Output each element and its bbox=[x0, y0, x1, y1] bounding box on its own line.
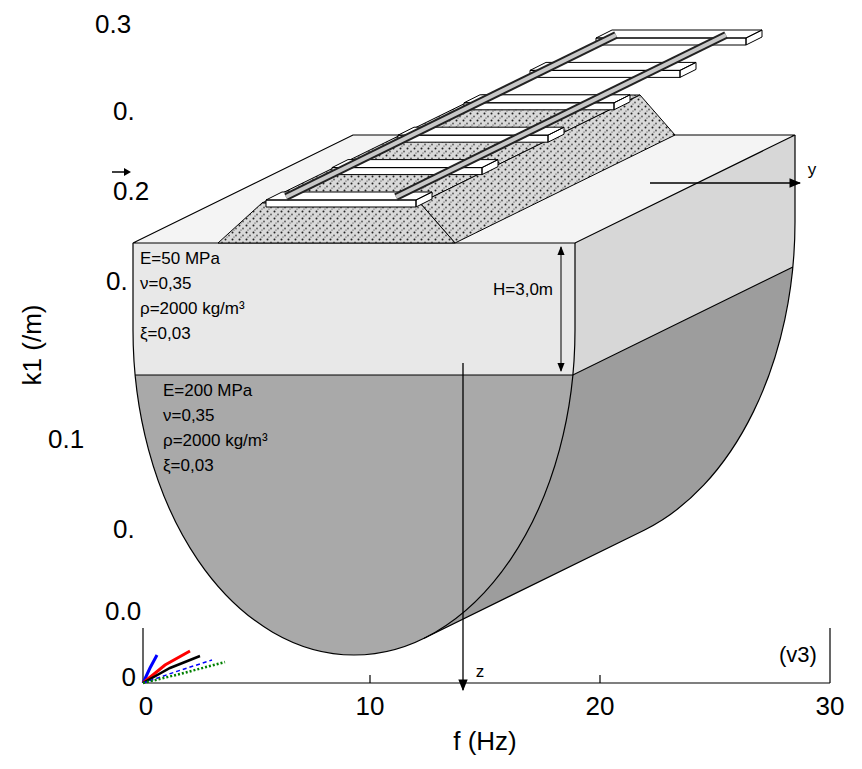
tick-label: 0.3 bbox=[95, 10, 131, 40]
rails bbox=[286, 35, 726, 197]
soil-layer: E=200 MPaν=0,35ρ=2000 kg/m³ξ=0,03 bbox=[163, 378, 268, 478]
curve bbox=[143, 660, 212, 683]
tick-label: 0.2 bbox=[113, 177, 149, 207]
layer-property: ρ=2000 kg/m³ bbox=[140, 296, 245, 321]
layer-property: ρ=2000 kg/m³ bbox=[163, 428, 268, 453]
chart-frame bbox=[829, 628, 830, 683]
axis-mark bbox=[124, 168, 131, 176]
dimension-label: H=3,0m bbox=[493, 280, 553, 300]
axis-title: f (Hz) bbox=[453, 727, 517, 757]
tick-label: 0.0 bbox=[105, 597, 141, 627]
z-axis-arrow bbox=[462, 363, 463, 690]
axis-name: y bbox=[808, 160, 817, 180]
tick-label: 0. bbox=[113, 515, 135, 545]
dimension-arrow bbox=[561, 247, 562, 371]
tick-label: 0. bbox=[113, 97, 135, 127]
curve bbox=[143, 662, 225, 683]
axis-mark bbox=[112, 171, 124, 173]
sleepers bbox=[266, 30, 762, 207]
tick-label: 0.1 bbox=[48, 425, 84, 455]
curve bbox=[143, 656, 200, 683]
layer-boundary bbox=[135, 267, 793, 375]
tick-label: 0. bbox=[106, 267, 128, 297]
legend-fragment: (v3) bbox=[779, 642, 817, 667]
y-axis bbox=[142, 628, 143, 683]
tick-label: 30 bbox=[816, 692, 845, 722]
soil-layer: E=50 MPaν=0,35ρ=2000 kg/m³ξ=0,03 bbox=[140, 246, 245, 346]
x-axis bbox=[143, 682, 830, 683]
rail bbox=[396, 35, 726, 197]
front-outline bbox=[133, 243, 575, 655]
layer-property: ξ=0,03 bbox=[140, 321, 245, 346]
tick-label: 10 bbox=[356, 692, 385, 722]
layer-property: E=200 MPa bbox=[163, 378, 268, 403]
x-tick bbox=[369, 675, 370, 683]
y-axis-arrow bbox=[650, 182, 800, 183]
tick-label: 0 bbox=[122, 663, 136, 693]
chart-curves bbox=[143, 651, 225, 683]
layer-property: E=50 MPa bbox=[140, 246, 245, 271]
tick-label: 20 bbox=[586, 692, 615, 722]
layer-property: ν=0,35 bbox=[163, 403, 268, 428]
axis-title: k1 (/m) bbox=[17, 305, 47, 386]
sleeper bbox=[596, 30, 762, 45]
layer-property: ν=0,35 bbox=[140, 271, 245, 296]
tick-label: 0 bbox=[139, 692, 153, 722]
ballast-front bbox=[218, 203, 455, 243]
x-tick bbox=[599, 675, 600, 683]
rail bbox=[396, 35, 726, 197]
layer-property: ξ=0,03 bbox=[163, 453, 268, 478]
axis-name: z bbox=[476, 662, 485, 682]
